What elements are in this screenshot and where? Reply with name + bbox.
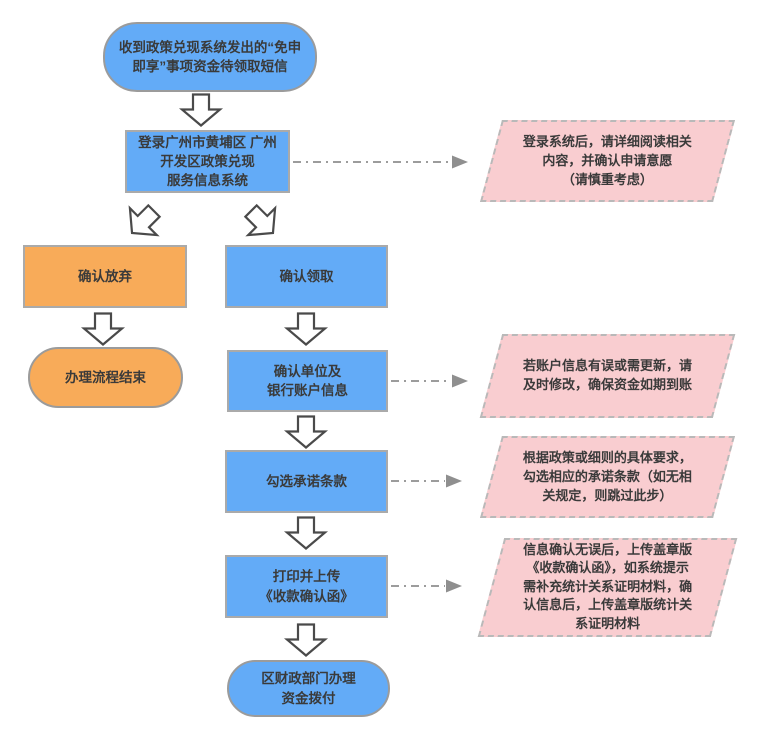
node-confirm-receive: 确认领取 xyxy=(225,245,388,308)
down-arrow-icon xyxy=(283,516,329,550)
note-login-advice: 登录系统后，请详细阅读相关 内容，并确认申请意愿 （请慎重考虑） xyxy=(480,120,735,202)
note-text: 登录系统后，请详细阅读相关 内容，并确认申请意愿 （请慎重考虑） xyxy=(522,133,692,187)
down-arrow-icon xyxy=(283,623,329,657)
down-arrow-icon xyxy=(80,312,126,346)
note-upload-materials: 信息确认无误后，上传盖章版 《收款确认函》，如系统提示 需补充统计关系证明材料，… xyxy=(477,538,738,637)
node-check-commitment-terms: 勾选承诺条款 xyxy=(225,450,388,513)
note-connector xyxy=(391,374,468,388)
node-confirm-account-info: 确认单位及 银行账户信息 xyxy=(227,350,388,412)
note-connector xyxy=(391,474,462,488)
node-process-end: 办理流程结束 xyxy=(28,347,183,408)
down-arrow-icon xyxy=(283,415,329,449)
node-sms-received: 收到政策兑现系统发出的“免申 即享”事项资金待领取短信 xyxy=(103,22,317,92)
note-account-update: 若账户信息有误或需更新，请 及时修改，确保资金如期到账 xyxy=(479,334,736,418)
note-terms-requirement: 根据政策或细则的具体要求， 勾选相应的承诺条款（如无相 关规定，则跳过此步） xyxy=(480,436,735,518)
note-text: 信息确认无误后，上传盖章版 《收款确认函》，如系统提示 需补充统计关系证明材料，… xyxy=(522,542,693,632)
down-arrow-icon xyxy=(283,312,329,346)
down-left-arrow-icon xyxy=(128,203,162,237)
note-connector xyxy=(293,155,468,169)
note-text: 根据政策或细则的具体要求， 勾选相应的承诺条款（如无相 关规定，则跳过此步） xyxy=(522,449,692,503)
note-connector xyxy=(391,579,462,593)
node-login-system: 登录广州市黄埔区 广州 开发区政策兑现 服务信息系统 xyxy=(125,130,290,193)
node-finance-dept-payment: 区财政部门办理 资金拨付 xyxy=(227,660,390,717)
note-text: 若账户信息有误或需更新，请 及时修改，确保资金如期到账 xyxy=(522,358,692,392)
node-print-upload-confirmation: 打印并上传 《收款确认函》 xyxy=(225,555,388,618)
down-right-arrow-icon xyxy=(243,203,277,237)
node-confirm-abandon: 确认放弃 xyxy=(23,245,187,308)
down-arrow-icon xyxy=(178,93,224,127)
